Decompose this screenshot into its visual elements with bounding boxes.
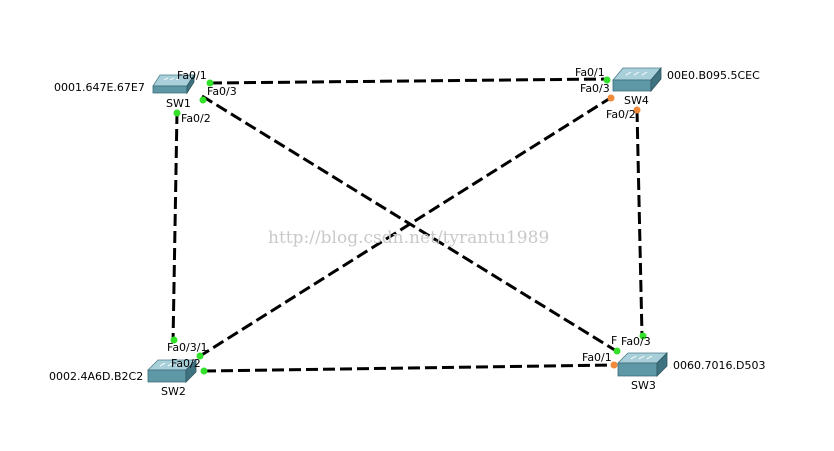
port-label-sw4-fa03: Fa0/3 bbox=[580, 82, 610, 95]
port-light-sw4-fa03 bbox=[607, 94, 615, 102]
port-label-sw3-fa03: Fa0/3 bbox=[621, 335, 651, 348]
port-label-sw3-fa01: Fa0/1 bbox=[582, 351, 612, 364]
mac-sw3: 0060.7016.D503 bbox=[673, 359, 765, 372]
port-label-sw4-fa01: Fa0/1 bbox=[575, 66, 605, 79]
switch-sw1[interactable] bbox=[152, 73, 195, 95]
switch-name-sw4: SW4 bbox=[624, 94, 649, 107]
port-label-sw3-f: F bbox=[611, 334, 617, 347]
port-label-sw1-fa02: Fa0/2 bbox=[181, 112, 211, 125]
link-sw1-sw2 bbox=[171, 111, 179, 344]
port-label-sw2-fa03-1: Fa0/3/1 bbox=[167, 341, 207, 354]
switch-sw3[interactable] bbox=[617, 352, 668, 377]
port-light-sw3-fa03 bbox=[639, 332, 647, 340]
port-light-sw4-fa01 bbox=[603, 76, 611, 84]
mac-sw1: 0001.647E.67E7 bbox=[54, 81, 145, 94]
switch-name-sw2: SW2 bbox=[161, 385, 186, 398]
switch-name-sw3: SW3 bbox=[631, 379, 656, 392]
port-light-sw2-fa03 bbox=[170, 336, 178, 344]
port-light-sw3-f bbox=[613, 347, 621, 355]
switch-name-sw1: SW1 bbox=[166, 97, 191, 110]
port-light-sw1-fa03 bbox=[199, 96, 207, 104]
mac-sw4: 00E0.B095.5CEC bbox=[667, 69, 760, 82]
link-sw4-sw3 bbox=[635, 109, 644, 337]
link-sw2-sw3 bbox=[203, 363, 615, 373]
mac-sw2: 0002.4A6D.B2C2 bbox=[49, 370, 143, 383]
link-sw4-sw2 bbox=[199, 95, 613, 358]
port-label-sw4-fa02: Fa0/2 bbox=[606, 108, 636, 121]
watermark: http://blog.csdn.net/tyrantu1989 bbox=[268, 228, 549, 248]
port-light-sw1-fa02 bbox=[173, 109, 181, 117]
switch-sw4[interactable] bbox=[612, 66, 662, 93]
port-light-sw2-fa02 bbox=[200, 367, 208, 375]
port-light-sw1-fa01 bbox=[206, 79, 214, 87]
switch-sw2[interactable] bbox=[147, 359, 197, 383]
port-label-sw2-fa02: Fa0/2 bbox=[171, 357, 201, 370]
port-light-sw2-fa01 bbox=[196, 352, 204, 360]
port-light-sw4-fa02 bbox=[633, 106, 641, 114]
port-light-sw3-fa01 bbox=[610, 361, 618, 369]
port-label-sw1-fa01: Fa0/1 bbox=[177, 69, 207, 82]
link-sw1-sw4 bbox=[209, 77, 609, 85]
port-label-sw1-fa03: Fa0/3 bbox=[207, 85, 237, 98]
